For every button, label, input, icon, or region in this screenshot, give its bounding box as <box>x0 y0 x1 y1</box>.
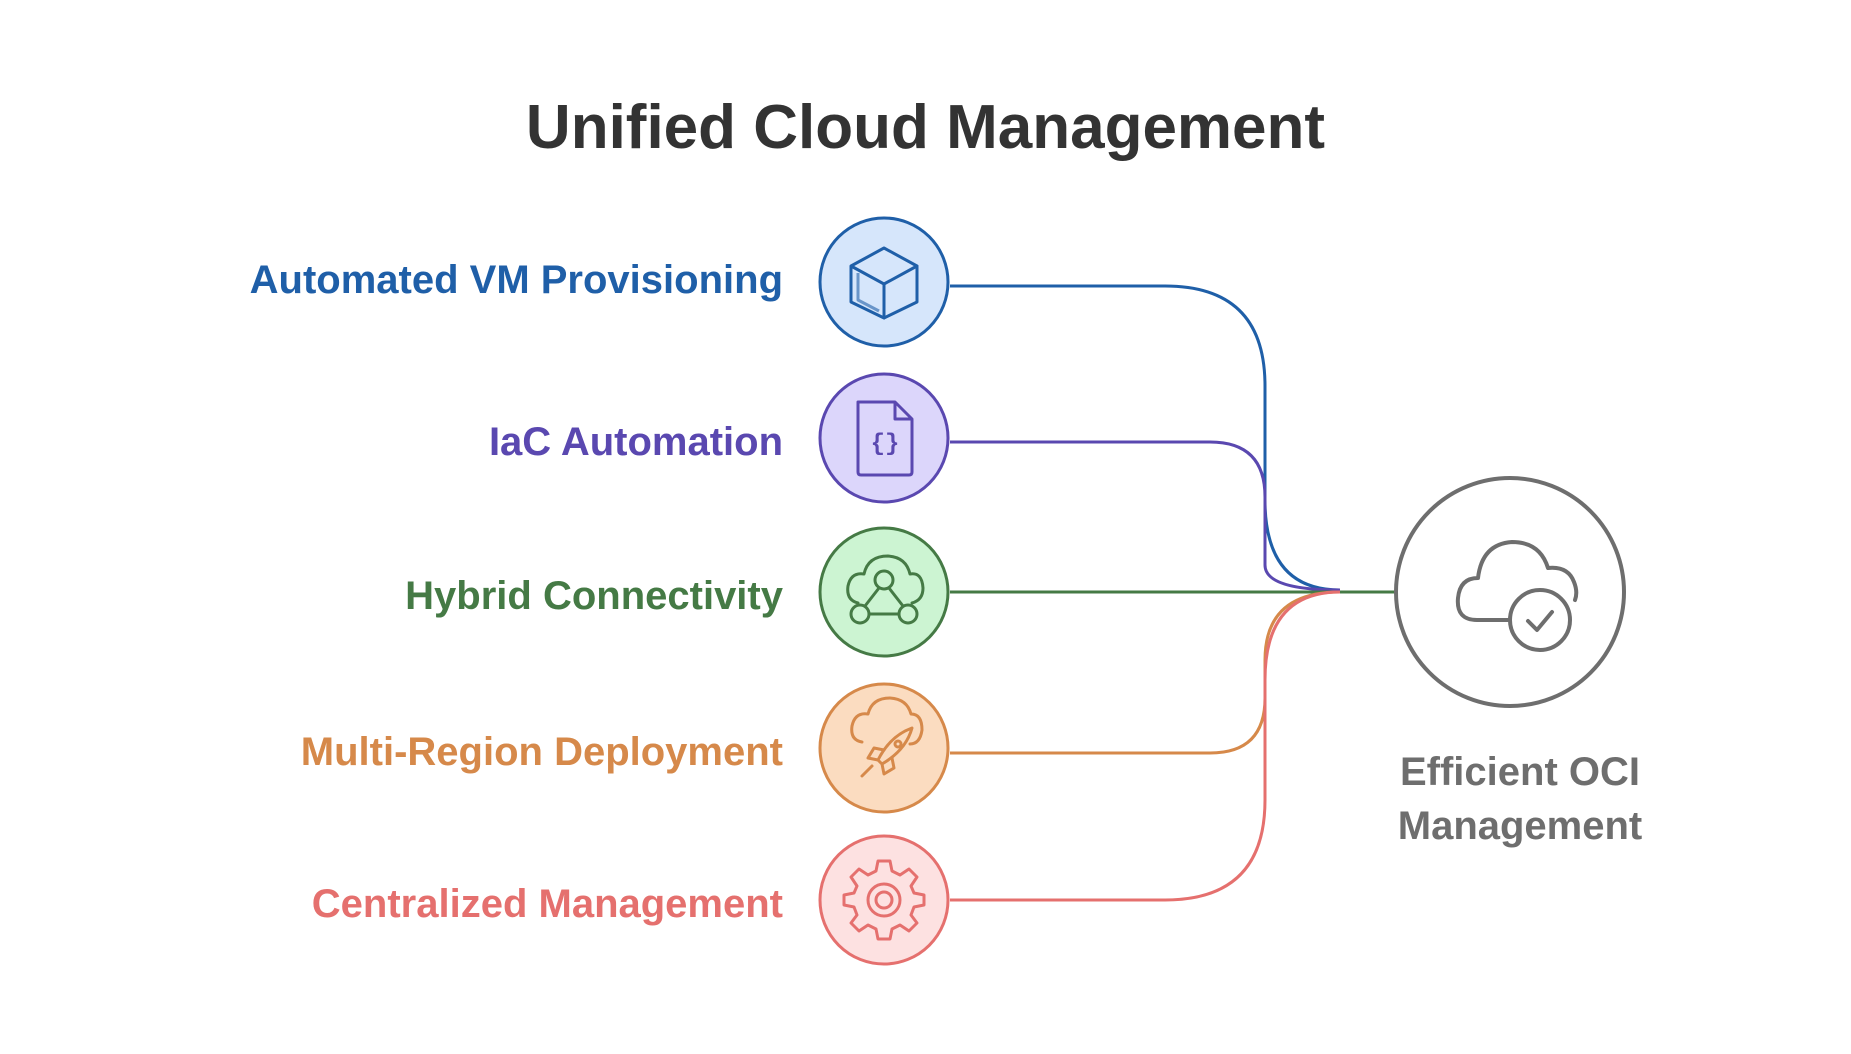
target-label-line1: Efficient OCI <box>1399 750 1641 794</box>
node-iac-automation: {} <box>818 372 950 504</box>
cloud-check-icon <box>1455 540 1579 652</box>
connector-iac-automation <box>950 440 1341 592</box>
diagram-title: Unified Cloud Management <box>525 93 1326 162</box>
node-centralized <box>818 834 950 966</box>
target-label-line2: Management <box>1397 804 1643 848</box>
item-label-centralized: Centralized Management <box>311 882 783 926</box>
node-vm-provisioning <box>818 216 950 348</box>
code-file-icon: {} <box>856 400 914 477</box>
node-target <box>1394 476 1626 708</box>
item-label-hybrid-connectivity: Hybrid Connectivity <box>405 574 783 618</box>
gear-icon <box>842 859 926 941</box>
node-hybrid-connectivity <box>818 526 950 658</box>
cloud-rocket-icon <box>850 696 924 778</box>
cube-icon <box>849 246 919 320</box>
target-label: Efficient OCI Management <box>1340 745 1700 853</box>
svg-text:{}: {} <box>871 431 900 458</box>
node-multi-region <box>818 682 950 814</box>
item-label-iac-automation: IaC Automation <box>488 420 783 464</box>
item-label-multi-region: Multi-Region Deployment <box>300 730 783 774</box>
cloud-network-icon <box>846 554 925 625</box>
item-label-vm-provisioning: Automated VM Provisioning <box>249 258 783 302</box>
connector-centralized <box>950 590 1341 902</box>
connector-vm-provisioning <box>950 284 1341 592</box>
